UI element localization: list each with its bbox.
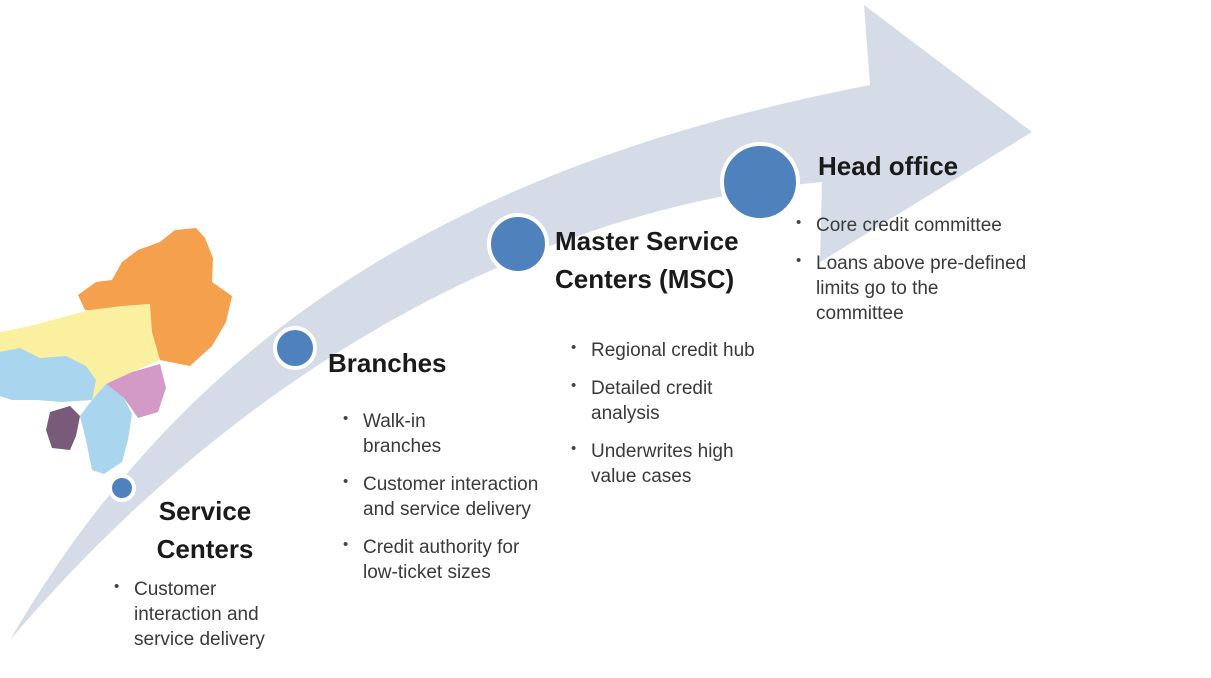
bullet-item: Walk-in branches [337,409,473,459]
map-region-south [80,384,132,474]
map-region-pink [106,364,166,418]
bullet-item: Credit authority for low-ticket sizes [337,535,543,585]
stage-title-service-centers: Service Centers [156,496,254,564]
stage-bullets-head-office: Core credit committee Loans above pre-de… [790,213,1060,339]
node-branches [273,326,317,370]
node-head-office [720,142,800,222]
node-service-centers [108,474,136,502]
stage-bullets-service-centers: Customer interaction and service deliver… [108,577,308,665]
stage-title-msc: Master Service Centers (MSC) [555,226,739,294]
map-region-east [148,282,232,366]
map-region-north [78,228,213,312]
bullet-item: Detailed credit analysis [565,376,766,426]
bullet-item: Loans above pre-defined limits go to the… [790,251,1031,326]
stage-bullets-branches: Walk-in branches Customer interaction an… [337,409,547,598]
stage-bullets-msc: Regional credit hub Detailed credit anal… [565,338,805,502]
region-map [0,228,232,474]
map-region-west [0,348,96,402]
node-msc [487,213,549,275]
bullet-item: Underwrites high value cases [565,439,781,489]
stage-title-head-office: Head office [818,151,959,181]
bullet-item: Customer interaction and service deliver… [108,577,308,652]
bullet-item: Regional credit hub [565,338,805,363]
bullet-item: Core credit committee [790,213,1060,238]
map-region-purple [46,406,80,450]
stage-title-branches: Branches [328,348,447,378]
bullet-item: Customer interaction and service deliver… [337,472,543,522]
